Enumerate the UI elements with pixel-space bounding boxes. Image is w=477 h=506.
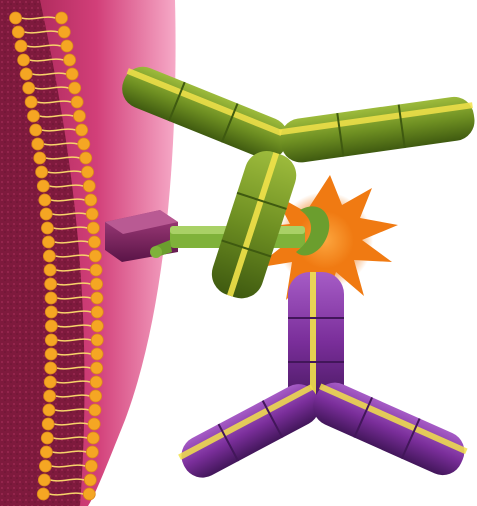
lipid-head <box>82 166 94 178</box>
lipid-head <box>91 362 103 374</box>
lipid-head <box>39 460 51 472</box>
lipid-head <box>45 362 57 374</box>
lipid-head <box>15 40 27 52</box>
lipid-head <box>83 180 95 192</box>
lipid-head <box>10 12 22 24</box>
lipid-head <box>45 334 57 346</box>
lipid-head <box>88 236 100 248</box>
lipid-head <box>71 96 83 108</box>
lipid-head <box>76 124 88 136</box>
lipid-head <box>42 418 54 430</box>
lipid-head <box>23 82 35 94</box>
lipid-head <box>84 474 96 486</box>
lipid-head <box>58 26 70 38</box>
lipid-head <box>90 264 102 276</box>
lipid-head <box>85 194 97 206</box>
lipid-head <box>89 250 101 262</box>
lipid-head <box>45 292 57 304</box>
lipid-head <box>41 222 53 234</box>
lipid-head <box>44 376 56 388</box>
lipid-head <box>32 138 44 150</box>
lipid-head <box>42 236 54 248</box>
lipid-head <box>90 390 102 402</box>
lipid-head <box>39 194 51 206</box>
lipid-head <box>91 334 103 346</box>
lipid-head <box>30 124 42 136</box>
lipid-head <box>89 404 101 416</box>
lipid-head <box>18 54 30 66</box>
lipid-head <box>45 306 57 318</box>
lipid-head <box>37 180 49 192</box>
lipid-head <box>45 278 57 290</box>
lipid-head <box>73 110 85 122</box>
lipid-head <box>44 390 56 402</box>
lipid-head <box>78 138 90 150</box>
purple-antibody <box>174 272 470 485</box>
lipid-head <box>88 418 100 430</box>
lipid-head <box>90 376 102 388</box>
lipid-head <box>87 432 99 444</box>
lipid-head <box>34 152 46 164</box>
lipid-head <box>40 446 52 458</box>
lipid-head <box>40 208 52 220</box>
lipid-head <box>66 68 78 80</box>
lipid-head <box>43 404 55 416</box>
lipid-head <box>85 460 97 472</box>
lipid-head <box>45 320 57 332</box>
lipid-head <box>27 110 39 122</box>
lipid-head <box>41 432 53 444</box>
lipid-head <box>86 446 98 458</box>
lipid-head <box>91 348 103 360</box>
lipid-head <box>36 166 48 178</box>
lipid-head <box>56 12 68 24</box>
lipid-head <box>38 474 50 486</box>
lipid-head <box>80 152 92 164</box>
lipid-head <box>69 82 81 94</box>
lipid-head <box>91 292 103 304</box>
lipid-head <box>45 348 57 360</box>
lipid-head <box>43 250 55 262</box>
lipid-head <box>91 278 103 290</box>
lipid-head <box>86 208 98 220</box>
lipid-head <box>20 68 32 80</box>
lipid-head <box>25 96 37 108</box>
lipid-head <box>83 488 95 500</box>
lipid-head <box>87 222 99 234</box>
lipid-head <box>37 488 49 500</box>
lipid-head <box>44 264 56 276</box>
lipid-head <box>91 306 103 318</box>
lipid-head <box>91 320 103 332</box>
lipid-head <box>64 54 76 66</box>
lipid-head <box>12 26 24 38</box>
lipid-head <box>61 40 73 52</box>
